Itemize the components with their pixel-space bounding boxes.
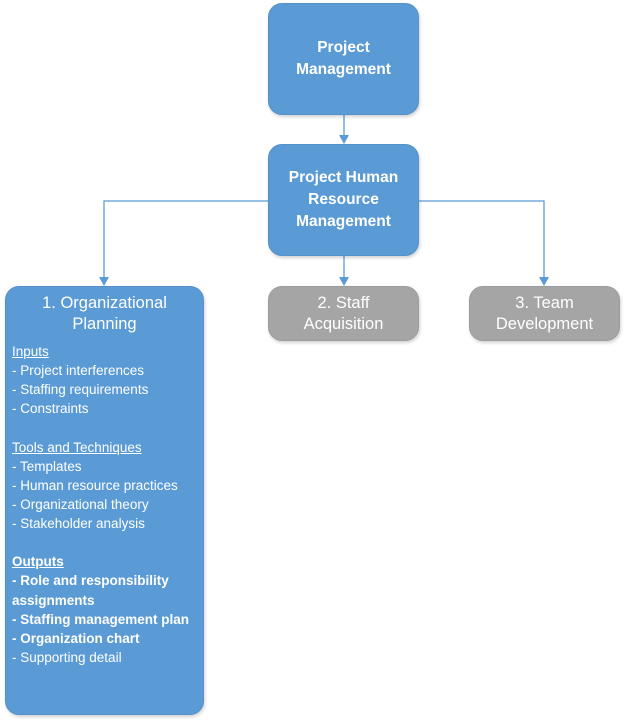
connector-middle-to-team [419,200,545,278]
node-title: 1. Organizational Planning [12,293,197,335]
list-item: - Role and responsibility [12,573,169,589]
arrowhead-middle [339,135,349,144]
list-item: assignments [12,592,95,608]
node-label-line: 3. Team [515,293,574,312]
section-heading: Tools and Techniques [12,439,142,455]
connector-middle-to-org [103,200,268,278]
node-label-line: Acquisition [303,314,384,333]
node-title-line: 1. Organizational [42,294,167,312]
node-label-line: Development [495,314,594,333]
list-item: - Constraints [12,401,89,417]
list-item: - Staffing requirements [12,382,149,398]
node-label-line: Resource [308,191,379,208]
spacer [12,533,197,552]
node-label-line: Project [317,39,370,56]
arrowhead-org [99,277,109,286]
list-item: - Supporting detail [12,650,122,666]
section-inputs: Inputs - Project interferences - Staffin… [12,342,197,419]
staff-acquisition-node: 2. Staff Acquisition [268,286,419,341]
list-item: - Stakeholder analysis [12,516,145,532]
node-label-line: Management [296,61,391,78]
node-title-line: Planning [72,315,137,333]
list-item: - Organization chart [12,631,140,647]
organizational-planning-node: 1. Organizational Planning Inputs - Proj… [5,286,204,715]
node-label-line: 2. Staff [317,293,370,312]
team-development-node: 3. Team Development [469,286,620,341]
list-item: - Templates [12,458,82,474]
list-item: - Project interferences [12,363,145,378]
spacer [12,419,197,438]
list-item: - Staffing management plan [12,611,190,627]
list-item: - Organizational theory [12,497,149,513]
section-heading: Inputs [12,344,49,359]
arrowhead-staff [339,277,349,286]
list-item: - Human resource practices [12,477,178,493]
project-hr-management-node: Project Human Resource Management [268,144,419,256]
project-management-node: Project Management [268,3,419,115]
arrowhead-team [539,277,549,286]
node-label-line: Project Human [288,169,399,186]
section-tools-and-techniques: Tools and Techniques - Templates - Human… [12,438,197,534]
section-heading: Outputs [12,554,64,570]
node-label-line: Management [296,213,391,230]
section-outputs: Outputs - Role and responsibility assign… [12,552,197,667]
